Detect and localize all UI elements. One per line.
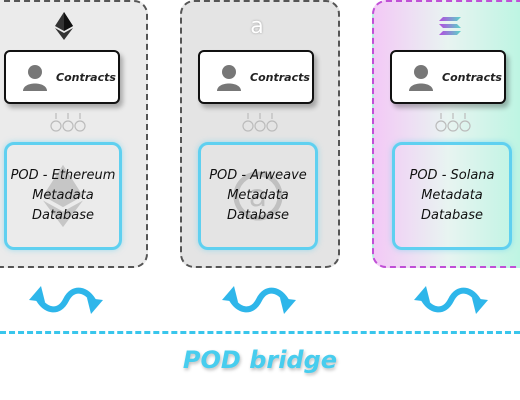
person-icon [409,65,433,91]
contracts-box-ethereum: Contracts [4,50,120,104]
ethereum-panel [0,0,148,268]
db-box-ethereum: POD - Ethereum Metadata Database [4,142,122,250]
ethereum-icon [52,12,76,40]
bridge-dashed-line [0,331,520,334]
contracts-box-solana: Contracts [390,50,506,104]
bridge-title: POD bridge [182,346,338,374]
db-label-arweave: POD - Arweave Metadata Database [209,168,307,223]
arweave-panel [180,0,340,268]
contracts-label: Contracts [250,70,310,84]
contracts-label: Contracts [56,70,116,84]
contracts-label: Contracts [442,70,502,84]
ethereum-watermark-icon [43,164,83,228]
solana-panel [372,0,520,268]
plug-connector-icon [435,113,471,132]
sync-arrows-icon [414,286,488,314]
db-box-solana: POD - Solana Metadata Database [392,142,512,250]
contracts-box-arweave: Contracts [198,50,314,104]
db-box-arweave: a POD - Arweave Metadata Database [198,142,318,250]
sync-arrows-icon [29,286,103,314]
person-icon [23,65,47,91]
arweave-icon: a [250,13,264,39]
plug-connector-icon [242,113,278,132]
arweave-watermark-icon: a [233,171,283,221]
person-icon [217,65,241,91]
sync-arrows-icon [222,286,296,314]
solana-icon [438,12,462,40]
db-label-solana: POD - Solana Metadata Database [409,168,495,223]
plug-connector-icon [50,113,86,132]
svg-text:a: a [249,179,267,214]
db-label-ethereum: POD - Ethereum Metadata Database [10,168,116,223]
